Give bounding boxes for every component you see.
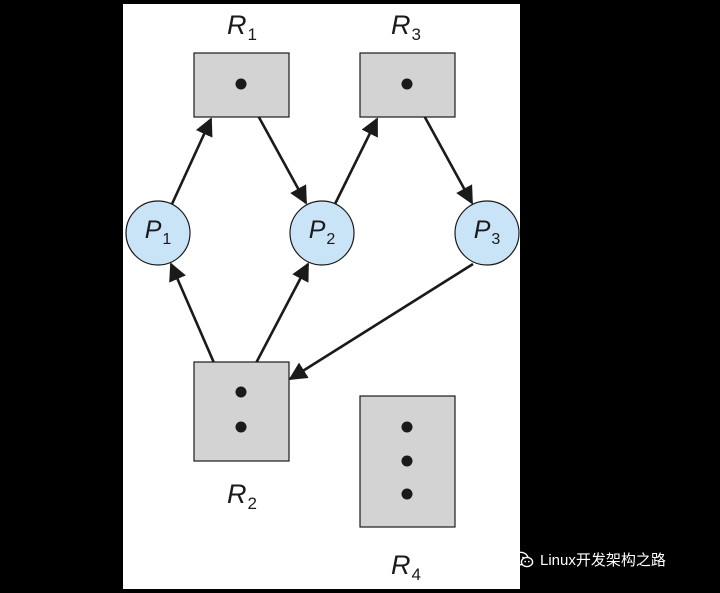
instance-dot-r2-1: [235, 386, 247, 398]
process-node-p1: [125, 200, 191, 266]
instance-dot-r4-3: [401, 488, 413, 500]
resource-allocation-graph: [125, 52, 520, 528]
process-label-p1: P1: [144, 216, 172, 248]
resource-label-r2: R2: [227, 479, 257, 513]
edge-p3-to-r2: [288, 262, 474, 381]
process-node-p3: [454, 200, 520, 266]
instance-dot-r4-2: [401, 455, 413, 467]
diagram-canvas: R1 R3 R2 R4 P1 P2 P3: [123, 4, 520, 589]
wechat-icon: [512, 551, 534, 568]
resource-box-r2: [193, 361, 290, 462]
watermark: Linux开发架构之路: [512, 549, 666, 570]
instance-dot-r3-1: [401, 78, 413, 90]
edge-p2-to-r3: [333, 117, 379, 205]
instance-dot-r4-1: [401, 421, 413, 433]
instance-dot-r2-2: [235, 421, 247, 433]
resource-label-r4: R4: [391, 550, 421, 584]
process-node-p2: [289, 200, 355, 266]
watermark-text: Linux开发架构之路: [540, 552, 666, 569]
resource-label-r1: R1: [227, 10, 257, 44]
instance-dot-r1-1: [235, 78, 247, 90]
process-label-p3: P3: [473, 216, 501, 248]
resource-label-r3: R3: [391, 10, 421, 44]
process-label-p2: P2: [308, 216, 336, 248]
edge-p1-to-r1: [170, 117, 213, 205]
